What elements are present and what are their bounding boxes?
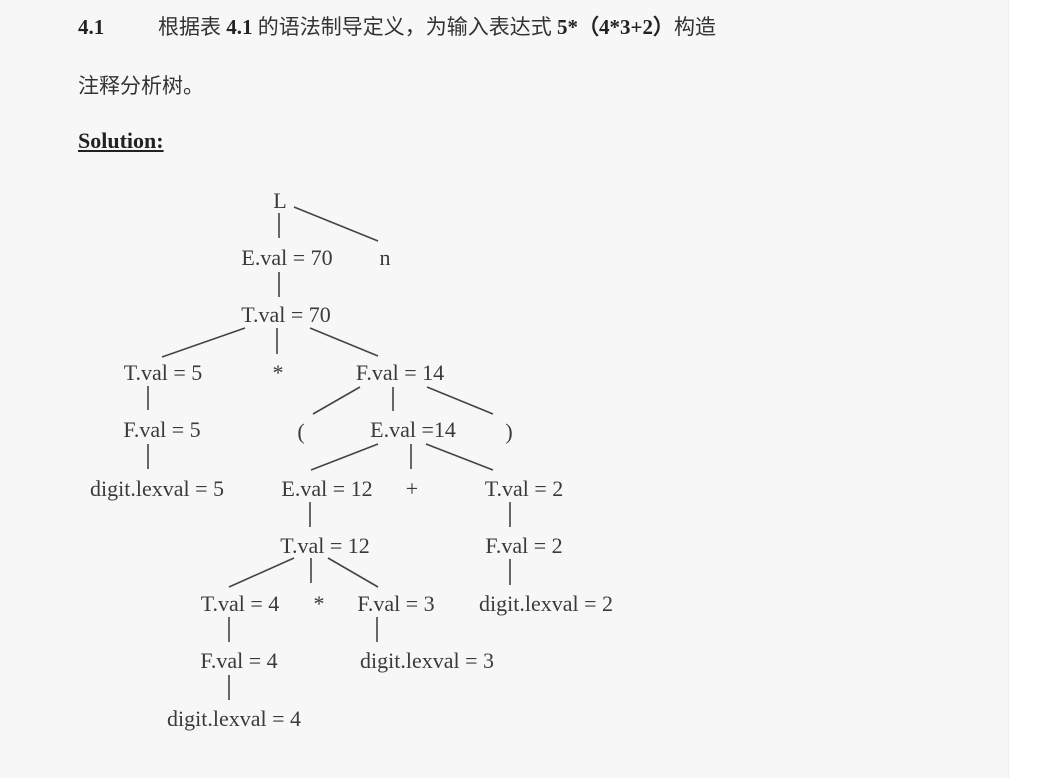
tree-node-T4: T.val = 4: [200, 591, 280, 616]
tree-node-star1: *: [272, 360, 284, 385]
question-text-part: 构造: [673, 15, 716, 39]
tree-node-T12: T.val = 12: [280, 533, 370, 558]
tree-node-E14: E.val =14: [370, 417, 456, 442]
solution-heading: Solution:: [78, 128, 164, 153]
tree-node-lparen: (: [297, 419, 305, 444]
tree-node-F14: F.val = 14: [355, 360, 445, 385]
tree-node-rparen: ): [505, 419, 513, 444]
tree-node-L: L: [273, 188, 287, 213]
tree-node-plus: +: [405, 476, 419, 501]
tree-node-F2: F.val = 2: [485, 533, 563, 558]
tree-edge: [310, 443, 379, 471]
tree-edge: [312, 386, 361, 415]
tree-node-n: n: [379, 245, 391, 270]
tree-node-d3: digit.lexval = 3: [360, 648, 494, 673]
tree-node-F4: F.val = 4: [200, 648, 278, 673]
tree-node-d5: digit.lexval = 5: [90, 476, 224, 501]
tree-edge: [228, 557, 295, 588]
tree-node-d2: digit.lexval = 2: [479, 591, 613, 616]
question-expression: 5*（4*3+2）: [557, 15, 674, 39]
question-number: 4.1: [78, 15, 105, 39]
tree-node-T5: T.val = 5: [123, 360, 203, 385]
question-text-part: 的语法制导定义，为输入表达式: [252, 15, 557, 39]
tree-edge: [309, 327, 379, 357]
tree-node-d4: digit.lexval = 4: [167, 706, 301, 731]
tree-node-T2: T.val = 2: [484, 476, 564, 501]
tree-edge: [161, 327, 246, 358]
question-line-2: 注释分析树。: [78, 74, 204, 98]
tree-node-E70: E.val = 70: [241, 245, 333, 270]
annotated-parse-tree-edges: [147, 206, 511, 700]
tree-node-star2: *: [313, 591, 325, 616]
tree-node-T70: T.val = 70: [241, 302, 331, 327]
tree-edge: [327, 557, 379, 588]
tree-edge: [293, 206, 379, 242]
tree-node-F3: F.val = 3: [357, 591, 435, 616]
question-text-part-bold: 4.1: [226, 15, 253, 39]
tree-edge: [425, 443, 494, 471]
tree-node-F5: F.val = 5: [123, 417, 201, 442]
question-text-part: 根据表: [158, 15, 227, 39]
tree-edge: [426, 386, 494, 415]
tree-node-E12: E.val = 12: [281, 476, 373, 501]
